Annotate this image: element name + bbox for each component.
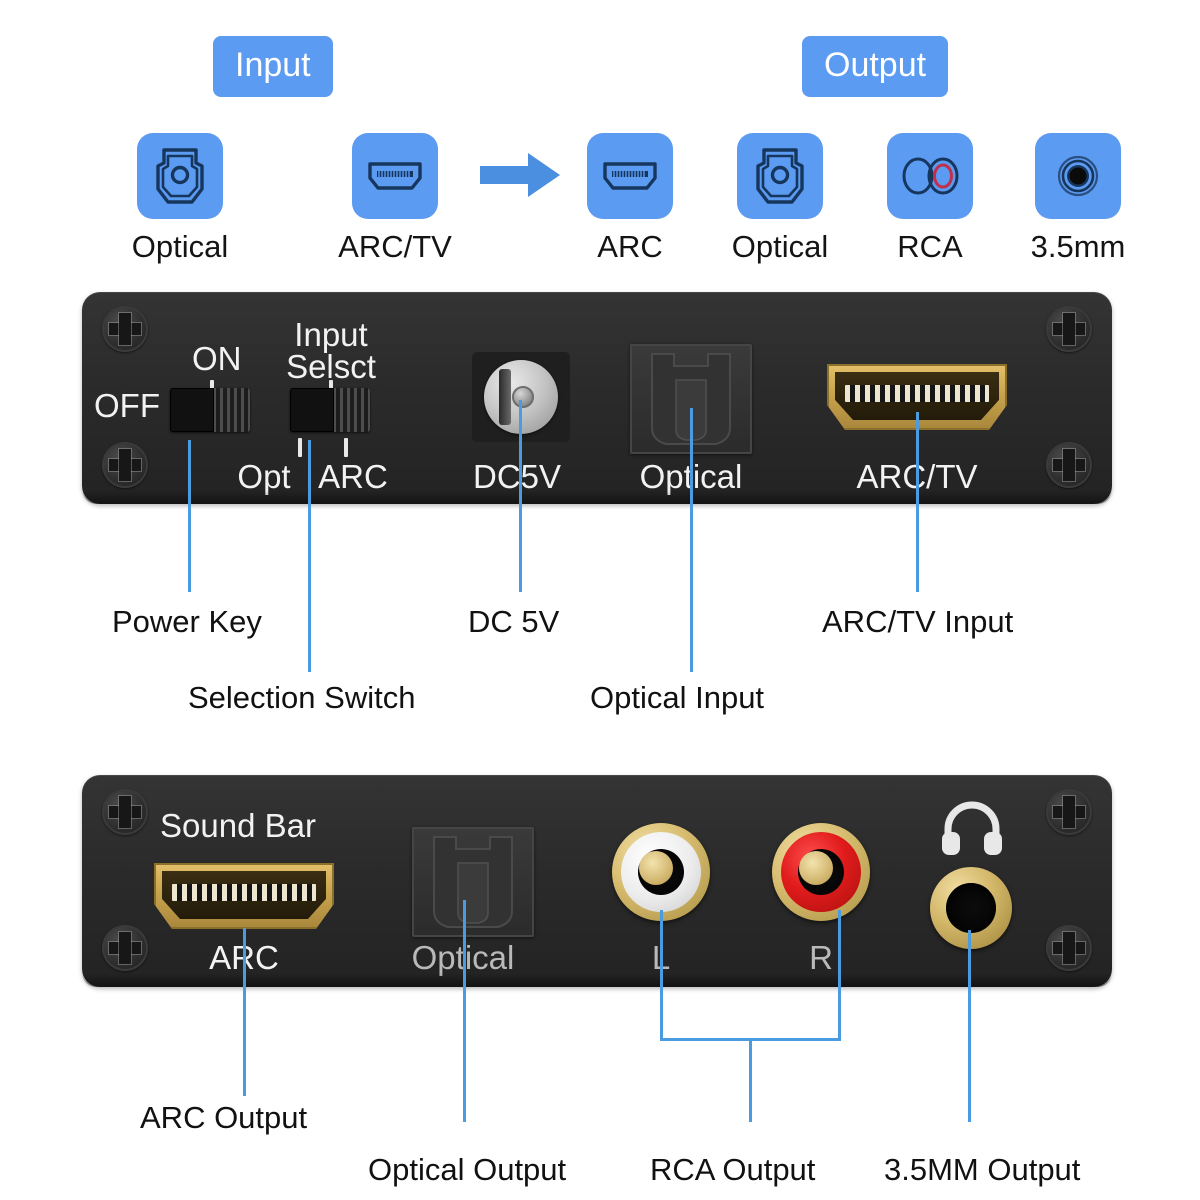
input-icon-arctv-label: ARC/TV — [338, 229, 452, 264]
power-off-label: OFF — [94, 387, 160, 424]
leader-optical-output — [463, 900, 466, 1122]
rca-right-label: R — [809, 939, 833, 976]
dc5v-label: DC5V — [472, 458, 562, 495]
screw-icon — [102, 789, 148, 835]
callout-arctv-input: ARC/TV Input — [822, 604, 1014, 639]
arc-output-hdmi-port[interactable] — [154, 863, 334, 929]
input-icon-arctv: ARC/TV — [320, 133, 470, 265]
screw-icon — [1046, 306, 1092, 352]
callout-rca-output: RCA Output — [650, 1152, 816, 1187]
arc-tick — [344, 438, 348, 457]
power-switch[interactable] — [170, 388, 250, 432]
callout-selection-switch: Selection Switch — [188, 680, 416, 715]
sound-bar-label: Sound Bar — [160, 807, 316, 844]
callout-optical-input: Optical Input — [590, 680, 765, 715]
callout-arc-output: ARC Output — [140, 1100, 308, 1135]
screw-icon — [102, 306, 148, 352]
optical-toslink-icon — [737, 133, 823, 219]
headphone-jack-icon — [1035, 133, 1121, 219]
headphone-icon — [940, 801, 1004, 860]
leader-arc-output — [243, 928, 246, 1096]
output-icon-optical-label: Optical — [731, 229, 829, 264]
opt-label: Opt — [237, 458, 291, 495]
leader-power-key — [188, 440, 191, 592]
output-badge: Output — [802, 36, 949, 97]
optical-toslink-icon — [137, 133, 223, 219]
output-icon-35mm: 3.5mm — [1003, 133, 1153, 265]
hdmi-port-icon — [587, 133, 673, 219]
arrow-right-icon — [480, 150, 560, 200]
leader-rca-left — [660, 910, 663, 1040]
screw-icon — [1046, 789, 1092, 835]
screw-icon — [102, 442, 148, 488]
screw-icon — [102, 925, 148, 971]
leader-arctv-input — [916, 412, 919, 592]
input-select-switch[interactable] — [290, 388, 370, 432]
output-icon-arc-label: ARC — [597, 229, 663, 264]
output-icon-optical: Optical — [705, 133, 855, 265]
leader-35mm-output — [968, 930, 971, 1122]
leader-dc5v — [519, 400, 522, 592]
input-badge: Input — [213, 36, 333, 97]
callout-optical-output: Optical Output — [368, 1152, 567, 1187]
rca-left-jack[interactable] — [612, 823, 710, 921]
leader-rca-right — [838, 910, 841, 1040]
rca-pair-icon — [887, 133, 973, 219]
leader-selection-switch — [308, 440, 311, 672]
screw-icon — [1046, 925, 1092, 971]
callout-power-key: Power Key — [112, 604, 262, 639]
output-icon-arc: ARC — [555, 133, 705, 265]
opt-tick — [298, 438, 302, 457]
input-icon-optical-label: Optical — [131, 229, 229, 264]
leader-rca-stem — [749, 1038, 752, 1122]
power-on-label: ON — [192, 340, 242, 377]
output-icon-rca-label: RCA — [897, 229, 963, 264]
rca-right-jack[interactable] — [772, 823, 870, 921]
leader-optical-input — [690, 408, 693, 672]
arc-label: ARC — [318, 458, 388, 495]
optical-output-port[interactable] — [412, 827, 534, 937]
dc5v-barrel-jack[interactable] — [484, 360, 558, 434]
optical-input-port[interactable] — [630, 344, 752, 454]
input-select-label-line1: Input — [294, 316, 368, 353]
input-icon-optical: Optical — [105, 133, 255, 265]
callout-dc5v: DC 5V — [468, 604, 560, 639]
input-select-label-line2: Selsct — [286, 348, 376, 385]
screw-icon — [1046, 442, 1092, 488]
hdmi-port-icon — [352, 133, 438, 219]
callout-35mm-output: 3.5MM Output — [884, 1152, 1081, 1187]
output-icon-35mm-label: 3.5mm — [1030, 229, 1126, 264]
back-panel: Sound Bar ARC Optical L R — [82, 775, 1112, 987]
output-icon-rca: RCA — [855, 133, 1005, 265]
front-panel: OFF ON Input Selsct Opt ARC DC5V — [82, 292, 1112, 504]
headphone-35mm-jack[interactable] — [930, 867, 1012, 949]
